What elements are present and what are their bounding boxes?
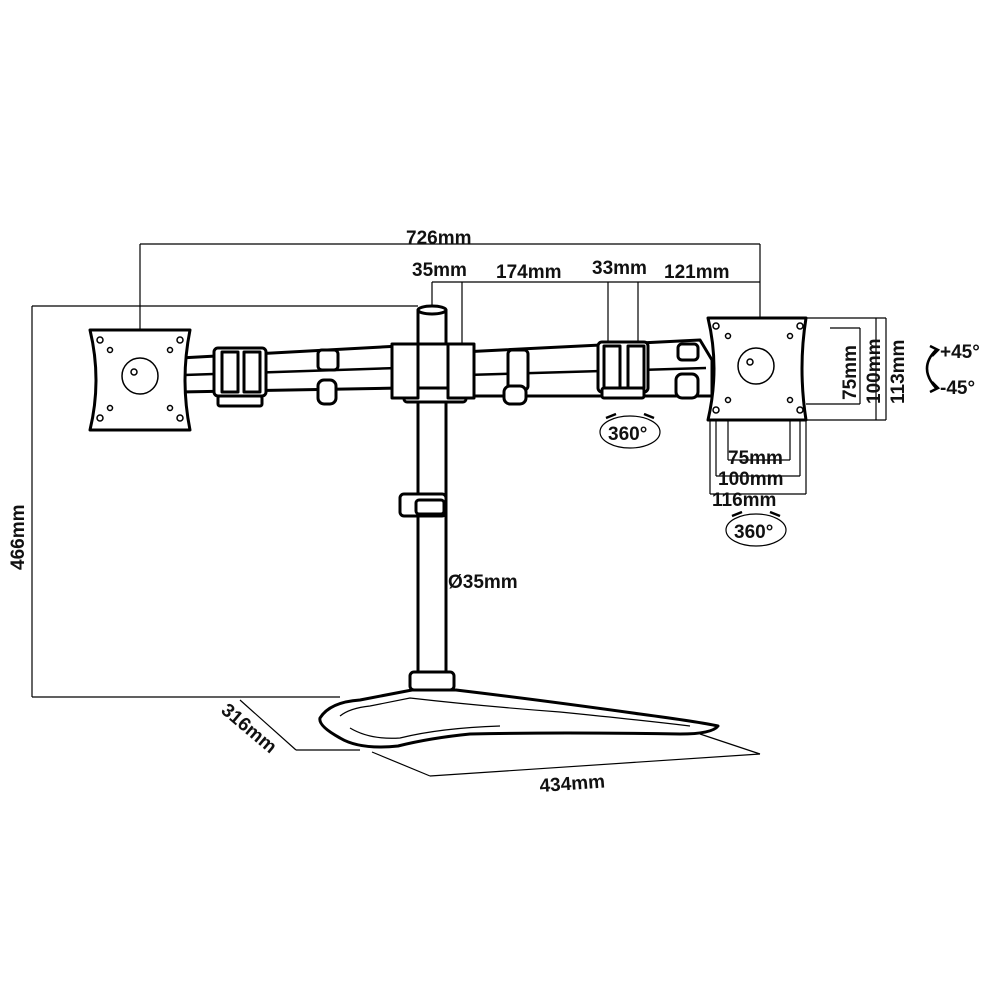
label-pole-diameter: Ø35mm (448, 572, 518, 593)
label-vesa-h100: 100mm (718, 469, 784, 490)
label-tilt-down: -45° (940, 378, 975, 399)
label-height: 466mm (8, 505, 29, 571)
label-total-width: 726mm (406, 228, 472, 249)
desk-base (318, 688, 720, 749)
label-swivel-plate: 360° (734, 522, 773, 543)
dual-arm (178, 338, 714, 408)
label-arm-segment: 174mm (496, 262, 562, 283)
label-swivel-arm: 360° (608, 424, 647, 445)
label-vesa-v113: 113mm (888, 340, 909, 404)
vesa-plate-left (88, 328, 192, 432)
label-tilt-up: +45° (940, 342, 980, 363)
label-base-width: 434mm (539, 771, 606, 797)
label-vesa-h116: 116mm (712, 490, 776, 511)
label-vesa-v100: 100mm (864, 339, 885, 405)
label-arm-end: 121mm (664, 262, 730, 283)
vesa-plate-right (706, 316, 808, 422)
label-offset-left: 35mm (412, 260, 467, 281)
label-joint-width: 33mm (592, 258, 647, 279)
rotation-marks (599, 344, 941, 547)
label-vesa-v75: 75mm (840, 345, 861, 400)
label-vesa-h75: 75mm (728, 448, 783, 469)
